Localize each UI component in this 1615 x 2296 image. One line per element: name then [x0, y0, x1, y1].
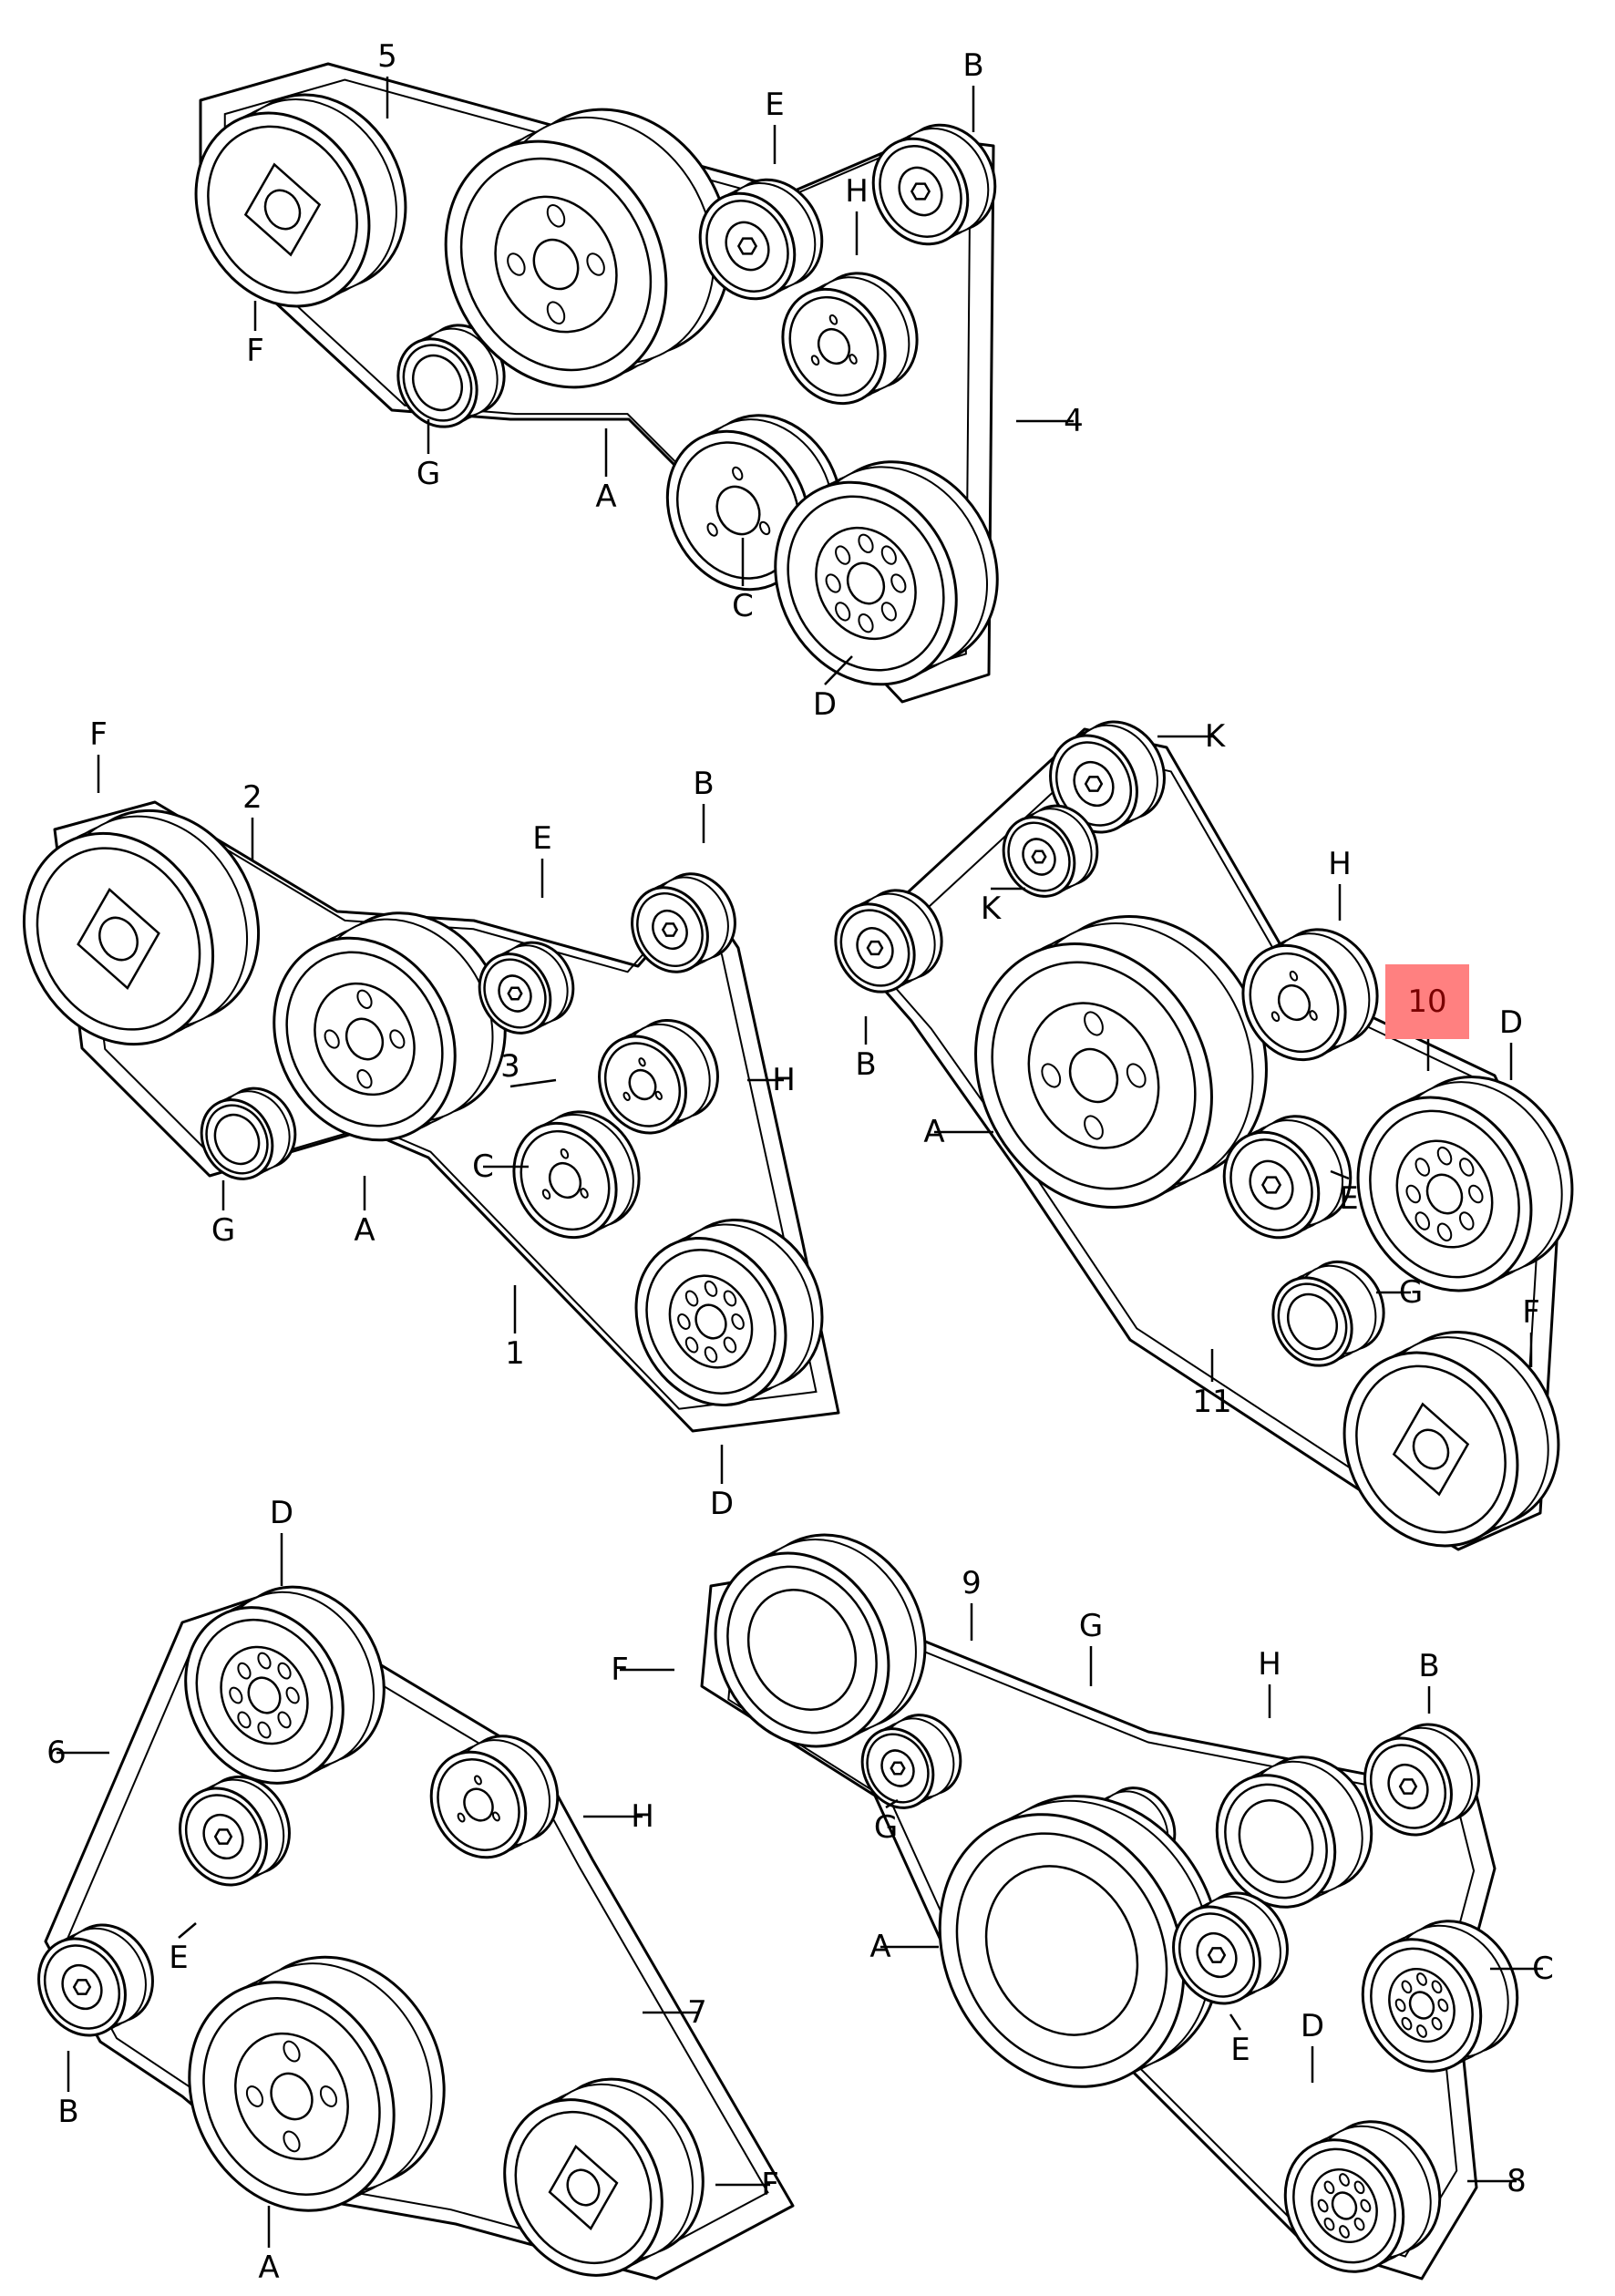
- pulley-G-mid: [200, 1086, 297, 1180]
- pulley-F-botleft: [503, 2077, 705, 2277]
- pulley-B-mid: [631, 872, 736, 973]
- callout-label-middle-left[interactable]: D: [709, 1486, 735, 1522]
- callout-label-middle-left[interactable]: G: [211, 1212, 236, 1249]
- pulley-E-top: [698, 178, 824, 301]
- callout-label-bottom-right[interactable]: F: [611, 1652, 629, 1688]
- pulley-A-botright: [938, 1795, 1222, 2088]
- highlight-label: 10: [1407, 983, 1447, 1020]
- callout-label-top[interactable]: H: [845, 173, 869, 210]
- pulley-F-right: [1342, 1331, 1560, 1548]
- callout-label-bottom-right[interactable]: G: [873, 1809, 899, 1846]
- callout-label-middle-left[interactable]: H: [772, 1062, 796, 1098]
- callout-label-top[interactable]: A: [595, 479, 617, 515]
- callout-label-bottom-left[interactable]: H: [631, 1798, 654, 1835]
- pulley-C-botright: [1361, 1920, 1519, 2073]
- pulley-F-top: [194, 93, 407, 308]
- pulley-H-right: [1241, 928, 1379, 1062]
- pulley-E-right: [1222, 1115, 1353, 1240]
- pulley-A-botleft: [188, 1955, 446, 2212]
- pulley-F-mid: [22, 808, 261, 1046]
- callout-label-middle-left[interactable]: E: [532, 820, 552, 857]
- leader-line: [178, 1922, 197, 1939]
- callout-label-bottom-right[interactable]: D: [1300, 2008, 1325, 2044]
- pulley-H-mid: [598, 1019, 719, 1135]
- pulley-E-botright: [1172, 1891, 1289, 2005]
- pulley-K-right: [1002, 804, 1099, 898]
- callout-label-bottom-right[interactable]: G: [1078, 1608, 1104, 1644]
- pulley-F-botright: [714, 1533, 927, 1748]
- leader-line: [509, 1078, 557, 1088]
- pulley-A-top: [444, 108, 732, 389]
- pulley-G-left-botright: [860, 1714, 962, 1809]
- belt-8-9: [700, 1575, 1497, 2281]
- callout-label-middle-right[interactable]: K: [980, 891, 1002, 927]
- callout-label-bottom-left[interactable]: 6: [46, 1735, 67, 1771]
- callout-label-top[interactable]: 4: [1064, 403, 1084, 439]
- callout-label-bottom-right[interactable]: E: [1230, 2032, 1250, 2068]
- pulley-D-botleft: [184, 1585, 386, 1785]
- callout-label-bottom-right[interactable]: 8: [1507, 2163, 1527, 2199]
- leader-line: [1229, 2013, 1242, 2031]
- pulley-B-botleft: [37, 1923, 154, 2037]
- leader-line: [824, 655, 853, 685]
- pulley-D-botright: [1283, 2120, 1442, 2273]
- callout-label-middle-left[interactable]: 3: [500, 1048, 520, 1085]
- callout-label-middle-right[interactable]: D: [1498, 1004, 1524, 1041]
- callout-label-middle-left[interactable]: C: [472, 1148, 494, 1185]
- callout-label-bottom-right[interactable]: B: [1418, 1648, 1440, 1684]
- pulley-B-top: [871, 123, 997, 246]
- callout-label-middle-right[interactable]: 11: [1192, 1384, 1232, 1420]
- highlighted-callout-10[interactable]: 10: [1385, 964, 1469, 1039]
- pulley-H-botright: [1215, 1755, 1373, 1909]
- leader-line: [885, 1798, 899, 1809]
- callout-label-middle-right[interactable]: B: [855, 1046, 877, 1083]
- callout-label-top[interactable]: C: [732, 588, 754, 624]
- callout-label-top[interactable]: 5: [377, 38, 397, 75]
- callout-label-top[interactable]: F: [246, 333, 264, 369]
- pulley-C-mid: [512, 1110, 641, 1240]
- pulley-H-botleft: [429, 1735, 560, 1859]
- callout-label-middle-left[interactable]: B: [693, 766, 715, 802]
- callout-label-middle-left[interactable]: 1: [505, 1335, 525, 1372]
- callout-label-top[interactable]: E: [765, 87, 785, 123]
- callout-label-middle-right[interactable]: E: [1339, 1180, 1359, 1217]
- pulley-E-mid: [478, 941, 575, 1035]
- callout-label-bottom-left[interactable]: E: [169, 1940, 189, 1976]
- callout-label-bottom-right[interactable]: C: [1532, 1951, 1554, 1987]
- callout-label-bottom-right[interactable]: H: [1258, 1646, 1281, 1683]
- callout-label-middle-left[interactable]: A: [354, 1212, 375, 1249]
- pulley-B-right: [834, 889, 943, 994]
- pulley-D-top: [774, 460, 999, 686]
- pulley-K-top-right: [1049, 720, 1166, 834]
- callout-label-middle-right[interactable]: K: [1204, 718, 1226, 755]
- callout-label-bottom-left[interactable]: F: [761, 2167, 779, 2203]
- pulley-D-right: [1356, 1076, 1574, 1292]
- leader-line: [1330, 1169, 1350, 1180]
- callout-label-top[interactable]: G: [416, 456, 441, 492]
- callout-label-bottom-right[interactable]: A: [869, 1929, 891, 1965]
- pulley-D-mid: [634, 1218, 824, 1407]
- callout-label-top[interactable]: D: [812, 686, 838, 723]
- callout-label-top[interactable]: B: [962, 47, 984, 84]
- callout-label-middle-right[interactable]: H: [1328, 846, 1352, 882]
- pulley-G-right: [1271, 1260, 1385, 1367]
- callout-label-middle-right[interactable]: A: [923, 1114, 945, 1150]
- pulley-E-botleft: [179, 1776, 291, 1887]
- callout-label-bottom-right[interactable]: 9: [962, 1565, 982, 1601]
- pulley-A-right: [974, 915, 1268, 1209]
- callout-label-middle-left[interactable]: F: [89, 716, 108, 753]
- callout-label-bottom-left[interactable]: A: [258, 2250, 280, 2286]
- pulley-B-botright: [1363, 1723, 1480, 1837]
- belt-10-11: [846, 727, 1560, 1551]
- callout-label-middle-right[interactable]: G: [1398, 1274, 1424, 1311]
- callout-label-bottom-left[interactable]: D: [269, 1495, 294, 1531]
- callout-label-bottom-left[interactable]: 7: [687, 1994, 707, 2031]
- pulley-H-top: [781, 272, 919, 406]
- pulley-A-mid: [273, 911, 507, 1142]
- callout-label-middle-right[interactable]: F: [1522, 1294, 1540, 1331]
- callout-label-bottom-left[interactable]: B: [57, 2094, 79, 2130]
- callout-label-middle-left[interactable]: 2: [242, 779, 262, 816]
